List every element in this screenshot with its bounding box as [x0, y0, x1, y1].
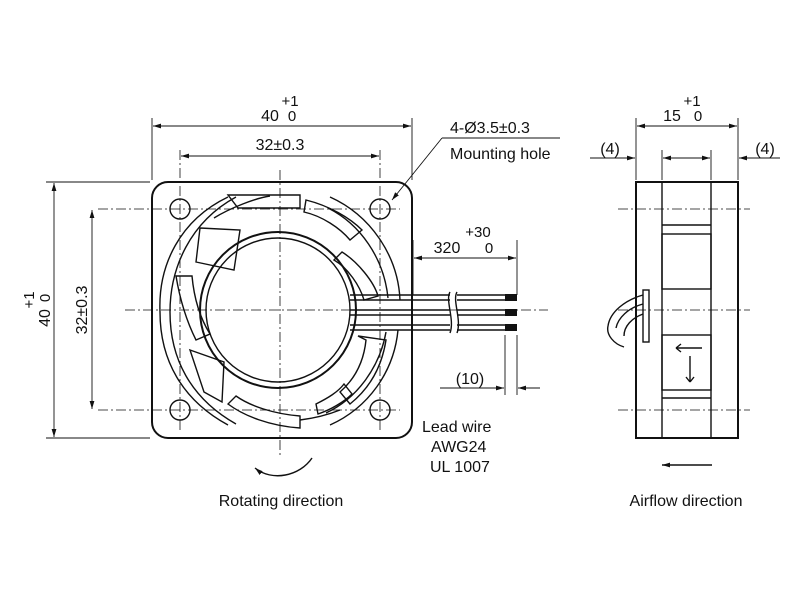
depth-nominal: 15 — [663, 108, 681, 125]
width-tol-upper: +1 — [281, 93, 298, 110]
hole-pitch-vertical-dimension: 32±0.3 — [74, 210, 95, 409]
lead-length-dimension: +30 320 0 — [412, 224, 518, 295]
airflow-direction-caption: Airflow direction — [630, 493, 743, 510]
venturi-outer-arc — [159, 196, 229, 426]
lead-wire-spec: Lead wire AWG24 UL 1007 — [422, 419, 491, 476]
lead-length-tol-lower: 0 — [485, 240, 493, 257]
lead-wires — [350, 291, 517, 334]
hole-pitch-dimension: 32±0.3 — [181, 137, 379, 159]
width-tol-lower: 0 — [288, 108, 296, 125]
hole-pitch-label: 32±0.3 — [256, 137, 305, 154]
lead-wire-line3: UL 1007 — [430, 459, 490, 476]
fan-front-view — [98, 150, 548, 455]
flange-left-label: (4) — [600, 141, 620, 158]
depth-dimension: +1 15 0 — [635, 93, 739, 180]
flange-right-label: (4) — [755, 141, 775, 158]
depth-tol-upper: +1 — [683, 93, 700, 110]
lead-wire-line1: Lead wire — [422, 419, 491, 436]
width-dimension: +1 40 0 — [151, 93, 413, 180]
mounting-hole-spec: 4-Ø3.5±0.3 — [450, 120, 530, 137]
height-tol-upper: +1 — [21, 291, 38, 308]
rotation-arrow-icon — [254, 457, 313, 477]
hole-pitch-vertical-label: 32±0.3 — [74, 285, 91, 334]
fan-side-view — [607, 181, 750, 439]
strip-length-dimension: (10) — [440, 335, 540, 395]
rotating-direction-caption: Rotating direction — [219, 493, 344, 510]
mounting-hole-callout: 4-Ø3.5±0.3 Mounting hole — [391, 120, 560, 201]
lead-length-nominal: 320 — [434, 240, 461, 257]
height-tol-lower: 0 — [37, 294, 54, 302]
width-nominal: 40 — [261, 108, 279, 125]
strip-length-label: (10) — [456, 371, 484, 388]
height-dimension: +1 40 0 — [21, 181, 150, 439]
height-nominal: 40 — [37, 309, 54, 327]
mounting-hole-label: Mounting hole — [450, 146, 551, 163]
lead-length-tol-upper: +30 — [465, 224, 490, 241]
flange-dimensions: (4) (4) — [590, 141, 780, 180]
depth-tol-lower: 0 — [694, 108, 702, 125]
lead-wire-line2: AWG24 — [431, 439, 487, 456]
